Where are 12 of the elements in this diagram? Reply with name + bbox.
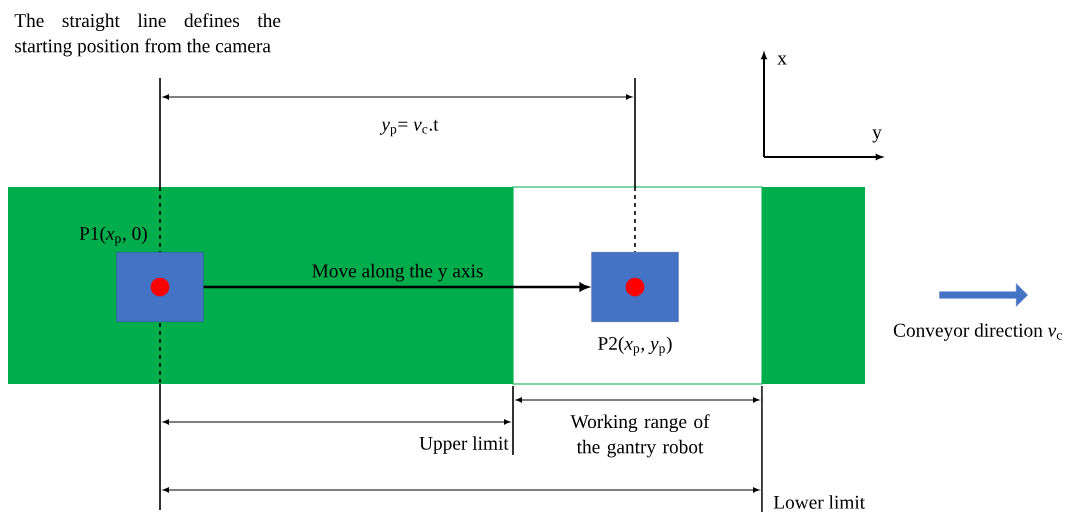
axis-label: x — [777, 55, 787, 65]
arrow — [203, 282, 589, 292]
dimension-label: y$_{p}$= v$_{c}$.t — [379, 119, 439, 137]
dimension-label: Working range of the gantry robot — [570, 414, 710, 458]
point-label: P1(x$_{p}$, 0) — [79, 226, 147, 246]
dimension-label: Lower limit — [773, 495, 865, 509]
dimension-label: Upper limit — [419, 436, 509, 454]
note-text: The straight line defines the starting position from the camera — [14, 13, 281, 57]
edge-label: Move along the y axis — [312, 263, 483, 282]
point-label: P2(x$_{p}$, y$_{p}$) — [598, 336, 672, 356]
axis-label: y — [872, 129, 882, 143]
direction-label: Conveyor direction v$_{c}$ — [893, 323, 1062, 341]
